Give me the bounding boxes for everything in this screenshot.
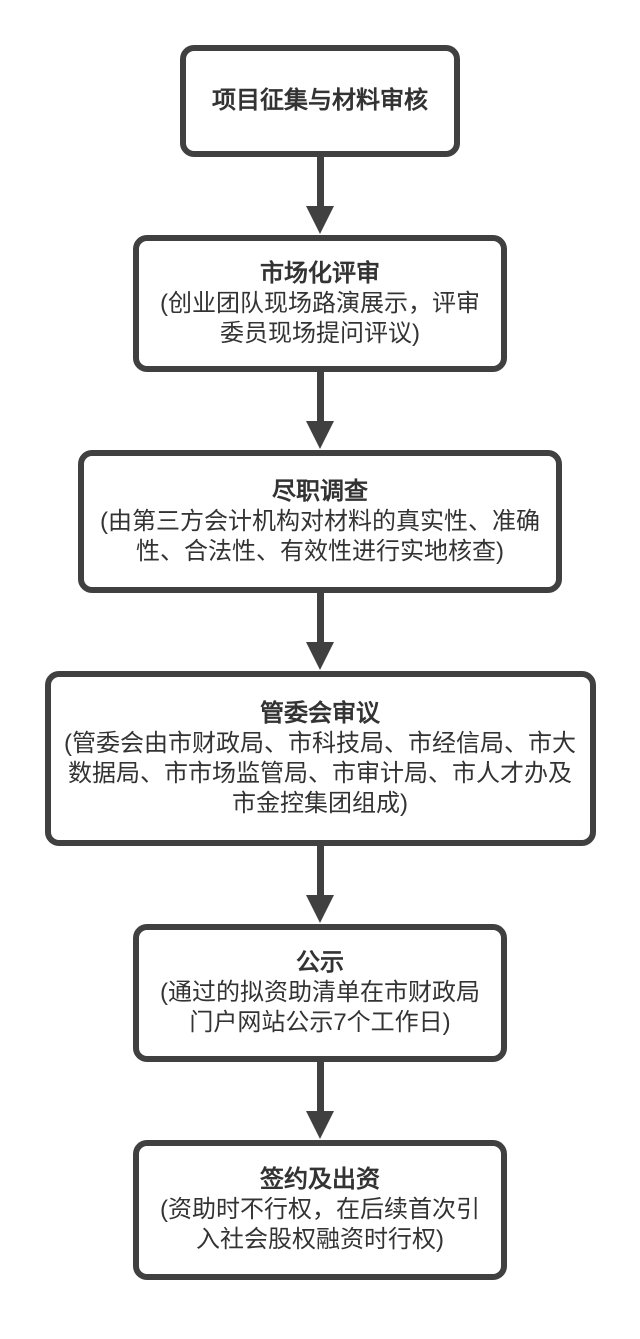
flow-step-due-diligence: 尽职调查 (由第三方会计机构对材料的真实性、准确性、合法性、有效性进行实地核查) [78, 450, 562, 593]
flow-step-signing-and-funding: 签约及出资 (资助时不行权，在后续首次引入社会股权融资时行权) [133, 1140, 507, 1280]
arrow-shaft [316, 372, 324, 422]
flow-step-title: 签约及出资 [260, 1166, 380, 1193]
flow-step-title: 公示 [296, 949, 344, 976]
flow-arrow [306, 372, 334, 450]
flow-arrow [306, 593, 334, 671]
arrow-down-icon [306, 421, 334, 449]
flow-step-description: (由第三方会计机构对材料的真实性、准确性、合法性、有效性进行实地核查) [100, 507, 540, 565]
arrow-down-icon [306, 206, 334, 234]
flow-step-description: (管委会由市财政局、市科技局、市经信局、市大数据局、市市场监管局、市审计局、市人… [64, 729, 576, 817]
arrow-shaft [316, 1062, 324, 1112]
flow-step-description: (资助时不行权，在后续首次引入社会股权融资时行权) [160, 1196, 480, 1253]
flow-step-project-collection: 项目征集与材料审核 [180, 45, 460, 157]
arrow-down-icon [306, 895, 334, 923]
flow-arrow [306, 157, 334, 235]
flow-step-title: 管委会审议 [260, 699, 380, 727]
flow-step-title: 尽职调查 [272, 477, 368, 505]
flow-step-market-review: 市场化评审 (创业团队现场路演展示，评审委员现场提问评议) [133, 235, 507, 372]
arrow-shaft [316, 157, 324, 207]
flow-step-description: (通过的拟资助清单在市财政局门户网站公示7个工作日) [160, 979, 480, 1036]
flow-arrow [306, 846, 334, 924]
flow-step-title: 市场化评审 [260, 259, 380, 287]
flow-step-description: (创业团队现场路演展示，评审委员现场提问评议) [160, 289, 480, 347]
flow-step-committee-deliberation: 管委会审议 (管委会由市财政局、市科技局、市经信局、市大数据局、市市场监管局、市… [44, 671, 596, 846]
flow-arrow [306, 1062, 334, 1140]
arrow-down-icon [306, 1111, 334, 1139]
flow-step-public-announcement: 公示 (通过的拟资助清单在市财政局门户网站公示7个工作日) [133, 924, 507, 1062]
arrow-shaft [316, 846, 324, 896]
flow-step-title: 项目征集与材料审核 [212, 87, 428, 114]
arrow-shaft [316, 593, 324, 643]
arrow-down-icon [306, 642, 334, 670]
